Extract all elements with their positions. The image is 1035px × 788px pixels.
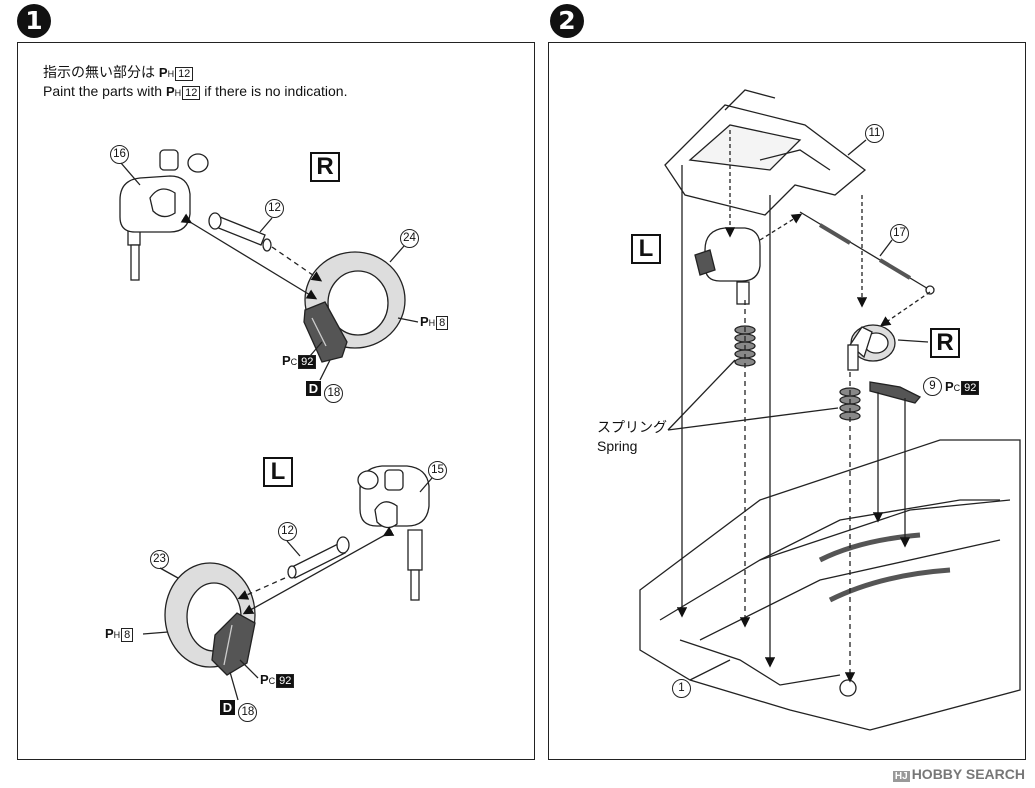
caliper-right xyxy=(303,301,348,363)
part-12-pin-right xyxy=(208,212,272,252)
step-2-number: 2 xyxy=(550,4,584,38)
part-16-upright xyxy=(119,149,209,281)
step-2-panel xyxy=(548,42,1026,760)
part-15-upright xyxy=(357,465,430,601)
callout-part-16: 16 xyxy=(110,145,129,164)
decal-left: D 18 xyxy=(220,700,258,722)
right-side-label: R xyxy=(310,152,340,182)
spring-label: スプリング Spring xyxy=(597,419,667,454)
callout-part-23: 23 xyxy=(150,550,169,569)
left-knuckle xyxy=(694,227,761,305)
callout-part-12-right: 12 xyxy=(265,199,284,218)
part-9-arm xyxy=(869,381,922,404)
step-2-left-label: L xyxy=(631,234,661,264)
callout-part-24: 24 xyxy=(400,229,419,248)
decal-right: D 18 xyxy=(306,381,344,403)
callout-part-17: 17 xyxy=(890,224,909,243)
callout-part-9: 9 xyxy=(923,377,942,396)
step-1-number: 1 xyxy=(17,4,51,38)
left-side-label: L xyxy=(263,457,293,487)
callout-part-11: 11 xyxy=(865,124,884,143)
caliper-left xyxy=(211,612,256,676)
step-1-panel xyxy=(17,42,535,760)
right-knuckle xyxy=(847,324,896,371)
part-11-upper-arm xyxy=(664,89,867,216)
callout-part-1: 1 xyxy=(672,679,691,698)
callout-part-15: 15 xyxy=(428,461,447,480)
step-2-right-label: R xyxy=(930,328,960,358)
part-1-chassis xyxy=(639,439,1021,731)
part-17-tie-rod xyxy=(799,211,935,295)
